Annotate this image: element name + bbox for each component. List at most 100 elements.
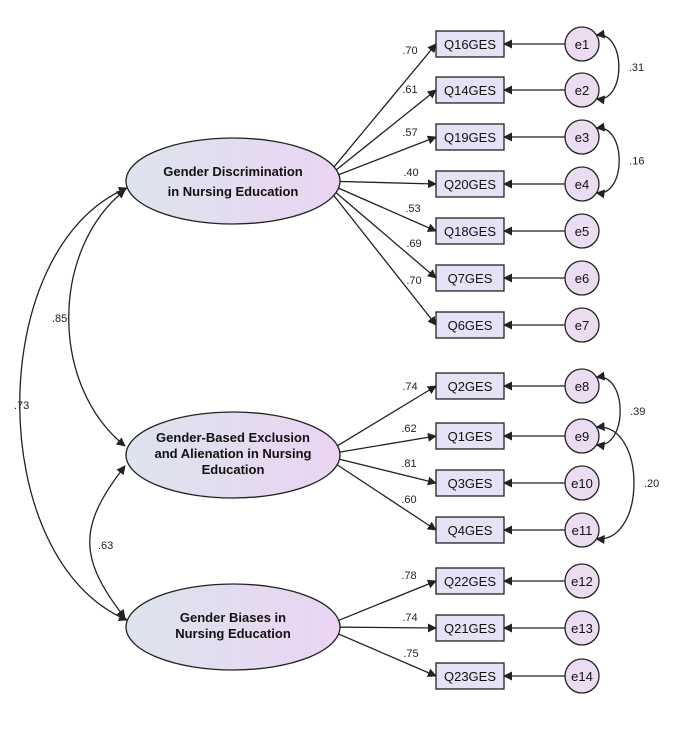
error-covariance-value: .20: [644, 478, 659, 490]
indicator-box: [435, 469, 505, 497]
indicator-label: Q6GES: [448, 318, 493, 333]
latent-ellipse: [125, 137, 341, 225]
indicator-label: Q3GES: [448, 476, 493, 491]
latent-ellipse: [125, 411, 341, 499]
loading-value: .70: [402, 45, 417, 57]
latent-covariance-arc: [89, 465, 126, 619]
loading-arrow: [331, 460, 437, 531]
error-label: e5: [575, 224, 589, 239]
latent-covariance-value: .85: [52, 313, 67, 325]
latent-label: Education: [202, 462, 265, 477]
error-label: e13: [571, 621, 593, 636]
loading-value: .78: [401, 570, 416, 582]
loading-arrow: [331, 579, 437, 624]
latent-label: Gender Discrimination: [163, 164, 302, 179]
loading-value: .74: [402, 381, 417, 393]
indicator-box: [435, 567, 505, 595]
loading-value: .62: [401, 423, 416, 435]
error-covariance-arc: [595, 371, 621, 451]
loading-arrow: [331, 623, 437, 633]
loading-value: .70: [406, 275, 421, 287]
loading-value: .40: [403, 167, 418, 179]
loading-arrow: [330, 192, 437, 326]
error-circle: [564, 563, 600, 599]
error-label: e2: [575, 83, 589, 98]
latent-label: Nursing Education: [175, 626, 291, 641]
error-circle: [564, 260, 600, 296]
loading-value: .75: [403, 648, 418, 660]
error-label: e1: [575, 37, 589, 52]
error-covariance-value: .31: [629, 62, 644, 74]
latent-ellipse: [125, 583, 341, 671]
error-label: e12: [571, 574, 593, 589]
error-circle: [564, 213, 600, 249]
latent-covariance-arc: [68, 189, 126, 447]
indicator-box: [435, 372, 505, 400]
error-circle: [564, 465, 600, 501]
error-circle: [564, 368, 600, 404]
loading-arrow: [331, 630, 437, 677]
error-label: e9: [575, 429, 589, 444]
latent-label: in Nursing Education: [168, 184, 299, 199]
latent-label: Gender Biases in: [180, 610, 286, 625]
indicator-label: Q19GES: [444, 130, 496, 145]
indicator-label: Q22GES: [444, 574, 496, 589]
indicator-label: Q18GES: [444, 224, 496, 239]
error-label: e10: [571, 476, 593, 491]
latent-covariance-value: .73: [14, 400, 29, 412]
loading-arrow: [331, 179, 437, 189]
loading-arrow: [331, 456, 437, 486]
error-label: e11: [572, 523, 593, 538]
error-circle: [564, 512, 600, 548]
indicator-label: Q16GES: [444, 37, 496, 52]
latent-covariance-value: .63: [98, 540, 113, 552]
indicator-label: Q14GES: [444, 83, 496, 98]
error-covariance-arc: [595, 122, 620, 199]
loading-arrow: [331, 89, 437, 175]
error-covariance-arc: [595, 29, 620, 105]
error-label: e6: [575, 271, 589, 286]
error-label: e8: [575, 379, 589, 394]
loading-value: .69: [406, 238, 421, 250]
error-label: e4: [575, 177, 589, 192]
loading-arrow: [331, 432, 437, 455]
error-label: e14: [571, 669, 593, 684]
latent-label: Gender-Based Exclusion: [156, 430, 310, 445]
error-circle: [564, 26, 600, 62]
loading-value: .57: [402, 127, 417, 139]
indicator-box: [435, 311, 505, 339]
indicator-label: Q2GES: [448, 379, 493, 394]
loading-arrow: [331, 188, 437, 279]
indicator-box: [435, 170, 505, 198]
error-circle: [564, 72, 600, 108]
loading-arrow: [331, 385, 437, 451]
indicator-box: [435, 422, 505, 450]
indicator-label: Q21GES: [444, 621, 496, 636]
indicator-label: Q23GES: [444, 669, 496, 684]
error-covariance-arc: [595, 422, 635, 544]
error-circle: [564, 658, 600, 694]
indicator-box: [435, 264, 505, 292]
indicator-box: [435, 76, 505, 104]
error-circle: [564, 119, 600, 155]
loading-arrow: [330, 43, 437, 171]
indicator-box: [435, 123, 505, 151]
indicator-box: [435, 662, 505, 690]
indicator-label: Q1GES: [448, 429, 493, 444]
error-circle: [564, 166, 600, 202]
indicator-box: [435, 217, 505, 245]
loading-arrow: [331, 135, 437, 179]
error-covariance-value: .16: [629, 156, 644, 168]
loading-value: .74: [402, 612, 417, 624]
loading-value: .53: [405, 203, 420, 215]
loading-value: .60: [401, 494, 416, 506]
error-label: e3: [575, 130, 589, 145]
loading-arrow: [331, 184, 437, 232]
indicator-box: [435, 30, 505, 58]
loading-value: .61: [402, 84, 417, 96]
error-covariance-value: .39: [630, 406, 645, 418]
indicator-box: [435, 614, 505, 642]
error-circle: [564, 307, 600, 343]
indicator-label: Q4GES: [448, 523, 493, 538]
indicator-box: [435, 516, 505, 544]
